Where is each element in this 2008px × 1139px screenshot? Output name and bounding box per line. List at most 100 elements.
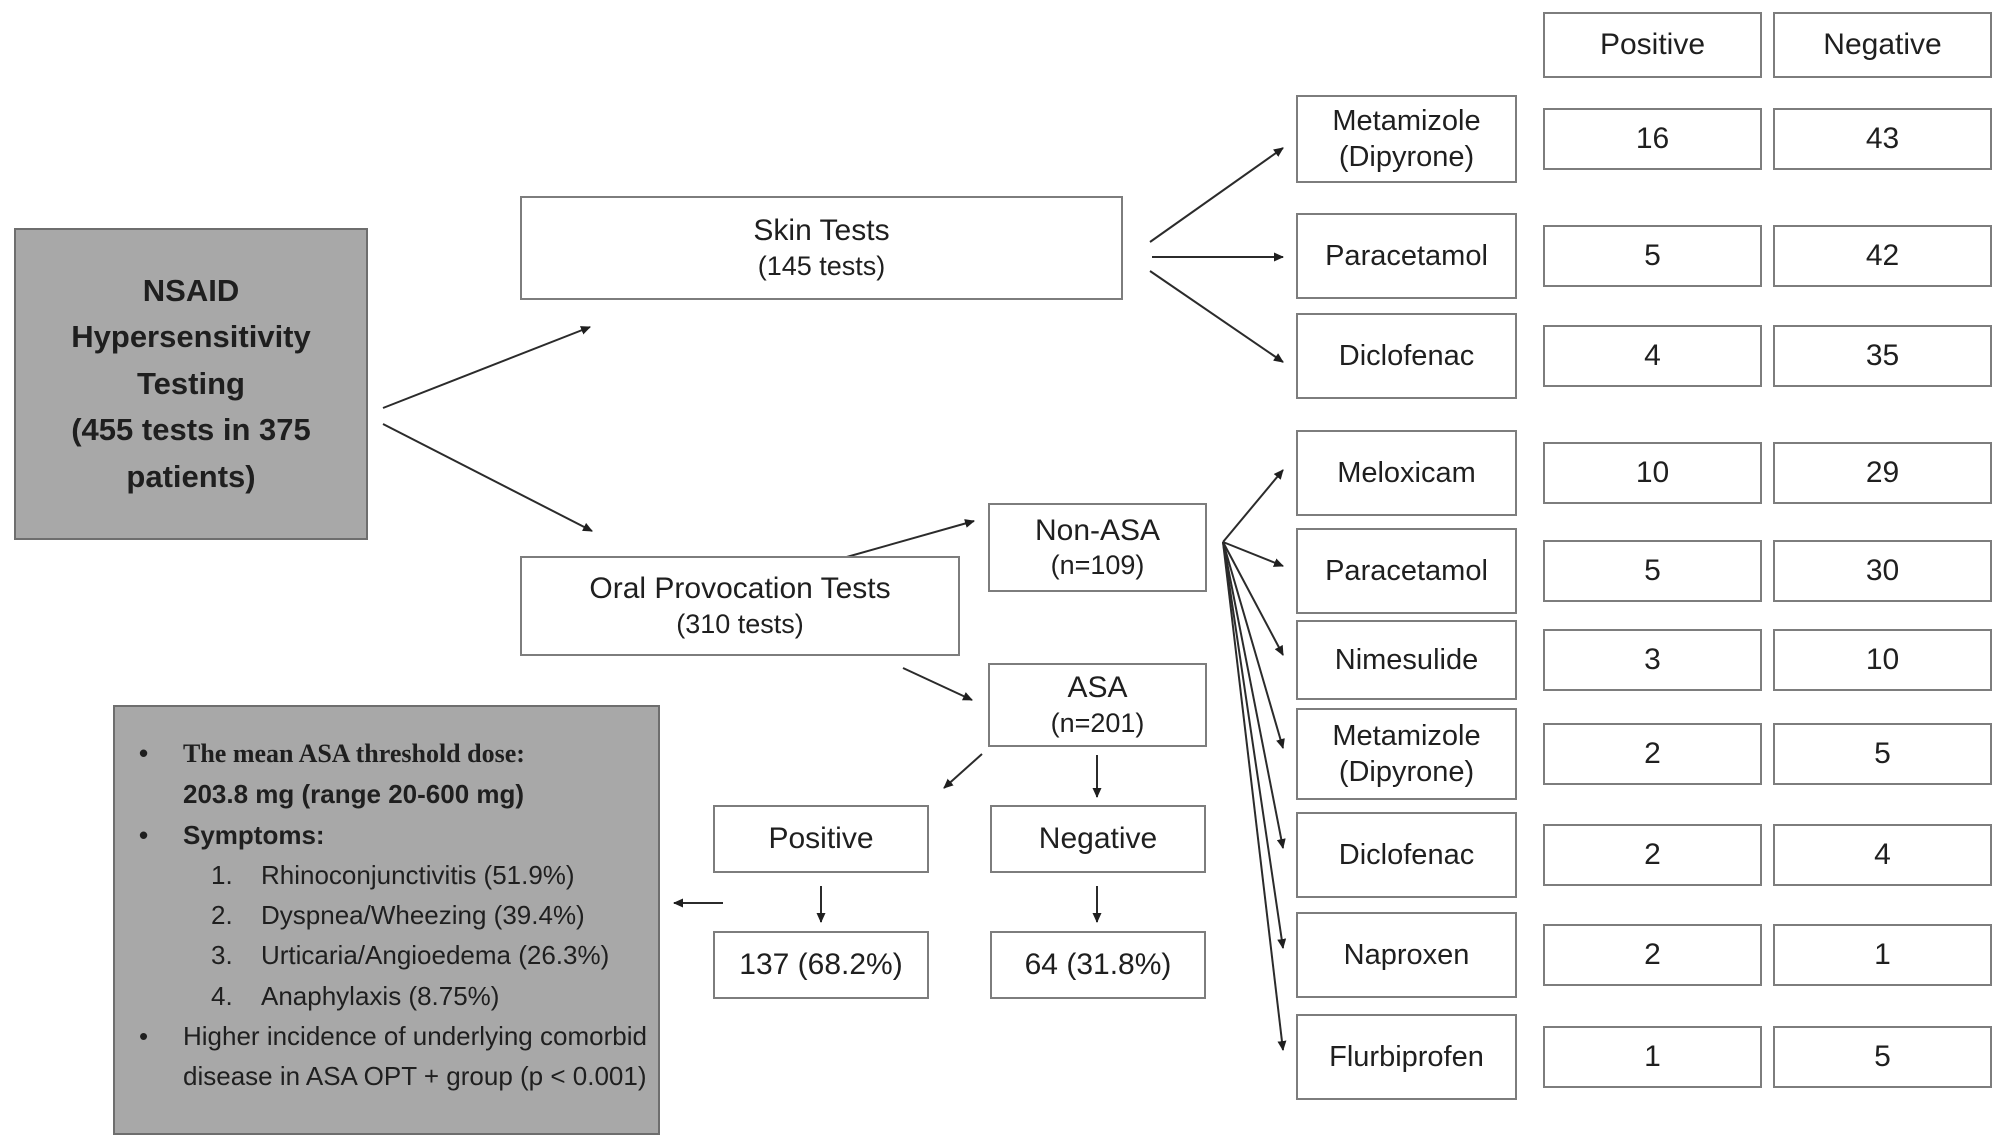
symptom-item: 4. Anaphylaxis (8.75%)	[125, 976, 648, 1016]
symptom-text: Urticaria/Angioedema (26.3%)	[261, 940, 610, 971]
drug-label-box: Diclofenac	[1296, 812, 1517, 898]
positive-count-box: 1	[1543, 1026, 1762, 1088]
symptom-number: 4.	[211, 980, 233, 1011]
asa-positive-value: 137 (68.2%)	[739, 948, 903, 982]
skin-tests-label: Skin Tests	[753, 214, 890, 248]
drug-label-box: Nimesulide	[1296, 620, 1517, 700]
negative-count-box: 43	[1773, 108, 1992, 170]
table-row-skin-metamizole: Metamizole (Dipyrone) 16 43	[1296, 95, 2008, 183]
drug-label-box: Flurbiprofen	[1296, 1014, 1517, 1100]
table-row-opt-naproxen: Naproxen 2 1	[1296, 912, 2008, 998]
note-comorbidity-text: Higher incidence of underlying comorbid …	[183, 1021, 647, 1092]
root-title: NSAID Hypersensitivity Testing	[71, 272, 311, 401]
symptom-text: Rhinoconjunctivitis (51.9%)	[261, 859, 575, 890]
negative-count-box: 5	[1773, 723, 1992, 785]
root-node: NSAID Hypersensitivity Testing (455 test…	[14, 228, 368, 540]
table-row-opt-nimesulide: Nimesulide 3 10	[1296, 620, 2008, 700]
positive-count-box: 2	[1543, 924, 1762, 986]
asa-node: ASA (n=201)	[988, 663, 1207, 747]
negative-count-box: 35	[1773, 325, 1992, 387]
drug-label-box: Naproxen	[1296, 912, 1517, 998]
asa-negative-result: 64 (31.8%)	[990, 931, 1206, 999]
asa-findings-note: • The mean ASA threshold dose: 203.8 mg …	[113, 705, 660, 1135]
root-subtitle: (455 tests in 375 patients)	[71, 412, 311, 494]
negative-count-box: 29	[1773, 442, 1992, 504]
drug-label-box: Metamizole (Dipyrone)	[1296, 95, 1517, 183]
column-header-negative: Negative	[1773, 12, 1992, 78]
table-row-opt-metamizole: Metamizole (Dipyrone) 2 5	[1296, 708, 2008, 800]
positive-count-box: 2	[1543, 723, 1762, 785]
asa-negative-value: 64 (31.8%)	[1024, 948, 1172, 982]
symptom-item: 1. Rhinoconjunctivitis (51.9%)	[125, 855, 648, 895]
bullet-icon: •	[139, 819, 149, 850]
drug-label-box: Meloxicam	[1296, 430, 1517, 516]
arrow-nonasa-to-paracetamol	[1222, 541, 1284, 567]
drug-label-box: Metamizole (Dipyrone)	[1296, 708, 1517, 800]
drug-label-box: Paracetamol	[1296, 528, 1517, 614]
symptom-item: 2. Dyspnea/Wheezing (39.4%)	[125, 895, 648, 935]
table-row-skin-diclofenac: Diclofenac 4 35	[1296, 313, 2008, 399]
symptom-number: 3.	[211, 940, 233, 971]
skin-tests-count: (145 tests)	[757, 250, 886, 281]
symptom-text: Dyspnea/Wheezing (39.4%)	[261, 900, 585, 931]
asa-positive-node: Positive	[713, 805, 929, 873]
table-row-opt-meloxicam: Meloxicam 10 29	[1296, 430, 2008, 516]
table-row-opt-flurbiprofen: Flurbiprofen 1 5	[1296, 1014, 2008, 1100]
note-threshold: • The mean ASA threshold dose: 203.8 mg …	[125, 733, 648, 815]
table-row-opt-paracetamol: Paracetamol 5 30	[1296, 528, 2008, 614]
column-header-positive: Positive	[1543, 12, 1762, 78]
positive-count-box: 10	[1543, 442, 1762, 504]
symptom-number: 2.	[211, 900, 233, 931]
negative-count-box: 5	[1773, 1026, 1992, 1088]
skin-tests-node: Skin Tests (145 tests)	[520, 196, 1123, 300]
non-asa-count: (n=109)	[1050, 550, 1145, 581]
note-comorbidity: • Higher incidence of underlying comorbi…	[125, 1016, 648, 1097]
note-symptoms-title: • Symptoms:	[125, 815, 648, 855]
positive-count-box: 16	[1543, 108, 1762, 170]
arrow-nonasa-to-metamizole	[1222, 541, 1285, 749]
negative-count-box: 30	[1773, 540, 1992, 602]
oral-provocation-label: Oral Provocation Tests	[589, 572, 891, 606]
arrow-nonasa-to-naproxen	[1222, 541, 1287, 949]
arrow-root-to-opt	[382, 423, 593, 532]
arrow-nonasa-to-meloxicam	[1222, 469, 1284, 543]
arrow-nonasa-to-nimesulide	[1222, 541, 1284, 656]
arrow-skin-to-diclofenac	[1149, 270, 1284, 363]
symptom-number: 1.	[211, 859, 233, 890]
arrow-nonasa-to-diclofenac	[1222, 541, 1286, 849]
positive-count-box: 5	[1543, 225, 1762, 287]
drug-label-box: Paracetamol	[1296, 213, 1517, 299]
symptom-item: 3. Urticaria/Angioedema (26.3%)	[125, 935, 648, 975]
positive-count-box: 2	[1543, 824, 1762, 886]
asa-negative-label: Negative	[1038, 822, 1158, 856]
positive-count-box: 4	[1543, 325, 1762, 387]
table-row-skin-paracetamol: Paracetamol 5 42	[1296, 213, 2008, 299]
table-row-opt-diclofenac: Diclofenac 2 4	[1296, 812, 2008, 898]
positive-count-box: 3	[1543, 629, 1762, 691]
arrow-asa-to-positive	[943, 753, 983, 789]
bullet-icon: •	[139, 1021, 149, 1052]
positive-count-box: 5	[1543, 540, 1762, 602]
oral-provocation-count: (310 tests)	[676, 608, 804, 639]
arrow-opt-to-nonasa	[835, 519, 975, 561]
negative-count-box: 1	[1773, 924, 1992, 986]
non-asa-label: Non-ASA	[1034, 513, 1161, 547]
arrow-nonasa-to-flurbiprofen	[1222, 541, 1287, 1051]
negative-count-box: 42	[1773, 225, 1992, 287]
arrow-skin-to-metamizole	[1149, 147, 1284, 243]
bullet-icon: •	[139, 738, 149, 768]
drug-label-box: Diclofenac	[1296, 313, 1517, 399]
non-asa-node: Non-ASA (n=109)	[988, 503, 1207, 592]
asa-positive-result: 137 (68.2%)	[713, 931, 929, 999]
arrow-opt-to-asa	[902, 667, 973, 701]
asa-negative-node: Negative	[990, 805, 1206, 873]
asa-label: ASA	[1067, 671, 1128, 705]
asa-positive-label: Positive	[768, 822, 874, 856]
negative-count-box: 4	[1773, 824, 1992, 886]
note-threshold-title: The mean ASA threshold dose:	[183, 739, 525, 768]
note-threshold-value: 203.8 mg (range 20-600 mg)	[183, 779, 525, 810]
asa-count: (n=201)	[1050, 707, 1145, 738]
negative-count-box: 10	[1773, 629, 1992, 691]
symptom-text: Anaphylaxis (8.75%)	[261, 980, 500, 1011]
